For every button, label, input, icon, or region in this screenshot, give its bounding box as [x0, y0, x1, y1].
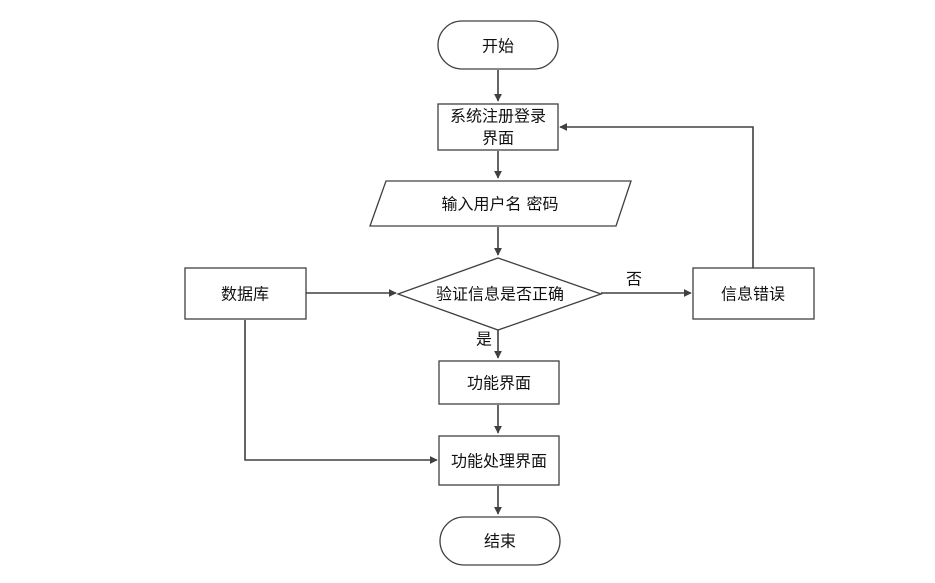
login-label-line1: 系统注册登录	[450, 107, 546, 126]
function-label: 功能界面	[467, 374, 531, 393]
edge-error-to-login	[559, 123, 754, 268]
input-label: 输入用户名 密码	[441, 195, 558, 214]
input-node: 输入用户名 密码	[369, 180, 632, 227]
database-node: 数据库	[184, 267, 307, 320]
end-node: 结束	[439, 516, 561, 566]
start-label: 开始	[482, 37, 514, 56]
end-terminator	[439, 516, 561, 566]
database-box	[184, 267, 307, 320]
processing-box	[438, 435, 560, 486]
database-label: 数据库	[221, 285, 269, 304]
input-parallelogram	[369, 180, 632, 227]
verify-label: 验证信息是否正确	[436, 285, 564, 304]
login-node: 系统注册登录 界面	[437, 103, 559, 151]
edge-database-to-processing	[244, 320, 438, 464]
processing-node: 功能处理界面	[438, 435, 560, 486]
start-terminator	[437, 20, 559, 70]
login-box	[437, 103, 559, 151]
start-node: 开始	[437, 20, 559, 70]
edge-label-yes: 是	[476, 330, 492, 349]
function-box	[438, 360, 560, 405]
verify-node: 验证信息是否正确	[396, 257, 603, 331]
error-node: 信息错误	[692, 267, 815, 320]
error-box	[692, 267, 815, 320]
error-label: 信息错误	[721, 285, 785, 304]
end-label: 结束	[484, 532, 516, 551]
edge-label-no: 否	[626, 270, 642, 289]
login-label-line2: 界面	[482, 129, 514, 148]
edges	[244, 70, 754, 515]
verify-diamond	[396, 257, 603, 331]
processing-label: 功能处理界面	[451, 452, 547, 471]
function-node: 功能界面	[438, 360, 560, 405]
